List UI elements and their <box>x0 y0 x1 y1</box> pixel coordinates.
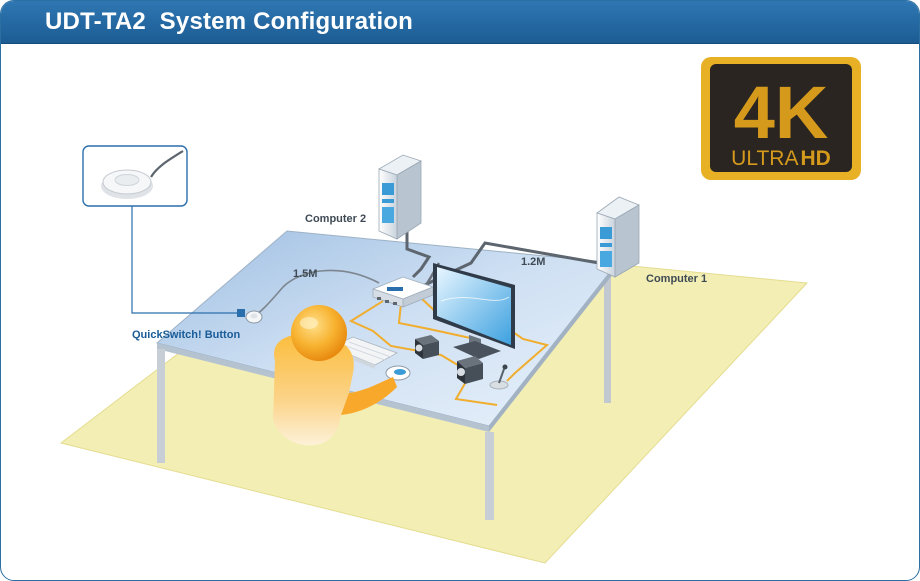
header-bar: UDT-TA2 System Configuration <box>1 1 919 44</box>
computer-1-tower-icon <box>596 196 640 278</box>
callout-leader-dot <box>237 309 245 317</box>
table-leg-rear-right <box>604 269 611 403</box>
monitor-icon <box>433 263 515 359</box>
logo-ultra-hd-text: ULTRAHD <box>731 147 831 170</box>
4k-ultra-hd-logo: 4K ULTRAHD <box>701 57 861 180</box>
logo-4k-text: 4K <box>734 71 829 154</box>
kvm-switch-icon <box>371 276 435 308</box>
user-person-icon <box>273 305 397 446</box>
microphone-icon <box>489 364 509 390</box>
page-title: UDT-TA2 System Configuration <box>45 8 414 35</box>
computer-2-tower-icon <box>378 154 422 240</box>
speaker-left-icon <box>415 335 439 359</box>
callout-button-cable <box>150 150 184 178</box>
label-cable-1-5m: 1.5M <box>293 268 317 280</box>
quickswitch-device-icon <box>101 169 153 199</box>
callout-leader-line <box>131 206 241 314</box>
mouse-icon <box>385 365 411 381</box>
speaker-right-icon <box>457 356 483 384</box>
cable-quickswitch <box>248 269 380 320</box>
cable-computer2 <box>405 231 432 279</box>
table-leg-front-right <box>485 432 494 520</box>
desk-edge-side <box>489 263 617 432</box>
label-computer-1: Computer 1 <box>646 273 707 285</box>
label-quickswitch-button: QuickSwitch! Button <box>132 329 240 341</box>
quickswitch-button-icon <box>245 310 263 324</box>
label-computer-2: Computer 2 <box>305 213 366 225</box>
table-leg-front-left <box>157 349 165 463</box>
label-cable-1-2m: 1.2M <box>521 256 545 268</box>
